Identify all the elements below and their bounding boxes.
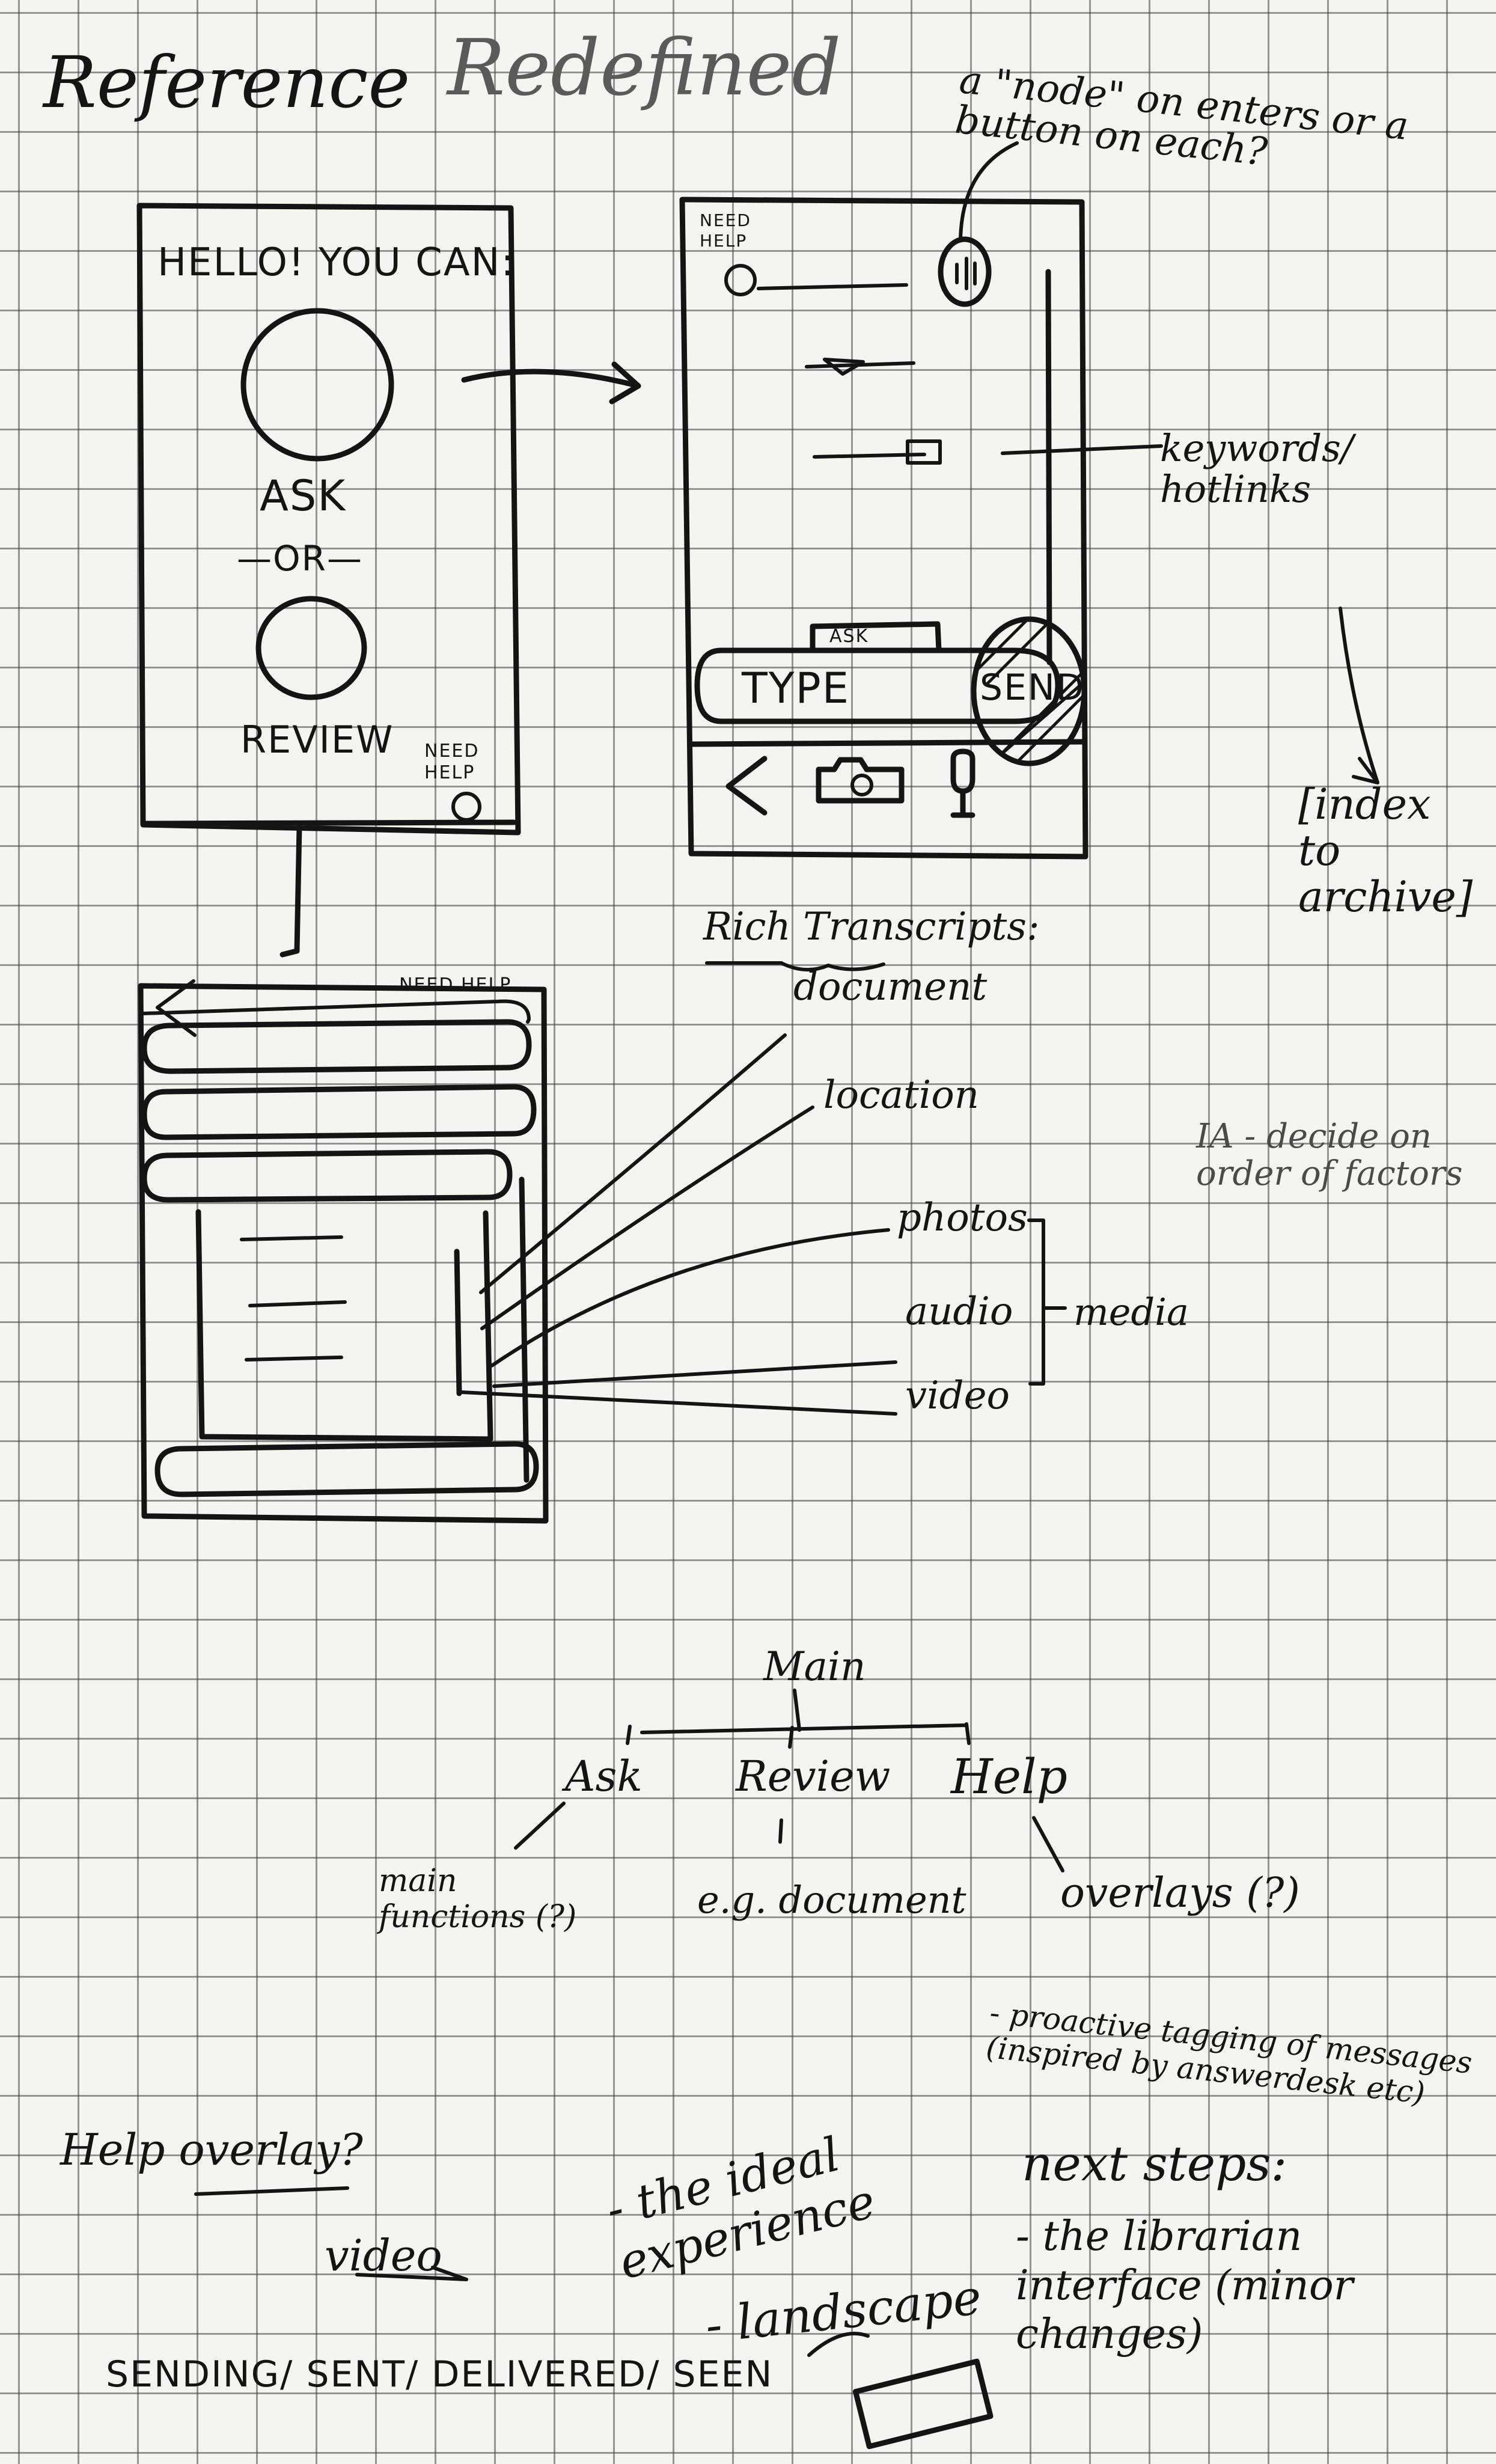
camera-lens	[850, 774, 873, 796]
rich-transcripts-heading: Rich Transcripts:	[703, 905, 1040, 949]
leader-audio	[492, 1360, 897, 1388]
item-document: document	[793, 965, 988, 1009]
next-steps-label: next steps:	[1022, 2136, 1287, 2192]
type-input-label: TYPE	[742, 664, 850, 713]
item-location: location	[823, 1073, 979, 1117]
landscape-leader	[807, 2332, 870, 2357]
transcript-card	[195, 1209, 493, 1442]
item-photos: photos	[897, 1196, 1028, 1240]
microphone-icon	[950, 748, 975, 818]
chat-screen-frame	[679, 197, 1088, 860]
send-circle	[971, 616, 1087, 766]
item-video: video	[905, 1374, 1010, 1418]
transcript-row-2	[141, 1084, 537, 1140]
home-greeting: HELLO! YOU CAN:	[157, 240, 516, 285]
chat-help-label: NEED HELP	[700, 210, 751, 251]
ia-order-note: IA - decide on order of factors	[1196, 1117, 1463, 1193]
keyword-chip	[906, 439, 942, 465]
tree-branches	[514, 1689, 1064, 1872]
transcript-scrollbar	[519, 1176, 530, 1483]
review-label: REVIEW	[240, 718, 394, 762]
title-word-2: Redefined	[447, 23, 841, 113]
audio-tab	[810, 621, 942, 653]
tree-root: Main	[763, 1643, 866, 1690]
status-sequence: SENDING/ SENT/ DELIVERED/ SEEN	[106, 2353, 774, 2395]
transcript-help-label: NEED HELP	[399, 974, 512, 995]
leader-location	[480, 1105, 814, 1330]
video-underline	[355, 2266, 468, 2281]
help-overlay-underline	[194, 2186, 349, 2196]
arrow-home-to-chat	[461, 361, 641, 405]
transcript-lines	[240, 1235, 347, 1362]
media-label: media	[1073, 1290, 1189, 1334]
chat-toolbar-divider	[687, 739, 1087, 747]
landscape-phone-sketch	[852, 2358, 994, 2450]
tree-help-child: overlays (?)	[1060, 1869, 1300, 1917]
or-label: —OR—	[237, 538, 363, 579]
transcript-row-3	[141, 1149, 513, 1203]
arrow-home-to-transcript	[279, 824, 302, 958]
audio-tab-label: ASK	[829, 626, 869, 647]
leader-photos	[490, 1228, 890, 1368]
title-word-1: Reference	[43, 41, 411, 124]
librarian-interface-note: - the librarian interface (minor changes…	[1016, 2213, 1354, 2359]
back-chevron-icon	[725, 756, 768, 816]
arrow-keywords-to-index	[1339, 607, 1379, 784]
chat-scrollbar	[1045, 269, 1052, 665]
camera-icon	[816, 757, 905, 804]
leader-document	[479, 1033, 787, 1294]
index-note: [index to archive]	[1298, 780, 1473, 922]
tree-ask: Ask	[565, 1752, 643, 1801]
tree-review-child: e.g. document	[697, 1878, 966, 1922]
ask-label: ASK	[260, 471, 347, 521]
home-help-icon	[451, 792, 481, 822]
tree-ask-child: main functions (?)	[379, 1863, 577, 1935]
transcripts-underline	[705, 961, 885, 972]
tree-help: Help	[951, 1749, 1067, 1805]
audio-bubble	[938, 236, 992, 307]
keywords-note: keywords/ hotlinks	[1160, 426, 1354, 512]
transcript-scrollbar-thumb	[454, 1249, 462, 1396]
send-label: SEND	[980, 667, 1085, 709]
home-screen-frame	[136, 203, 521, 836]
transcript-bottom-bar	[154, 1441, 539, 1497]
text-input-bar	[694, 647, 1061, 724]
transcript-top-bar	[141, 999, 531, 1024]
transcript-screen-frame	[138, 983, 549, 1524]
audio-wave-icon	[955, 257, 977, 290]
leader-video	[460, 1390, 897, 1416]
help-overlay-note: Help overlay?	[60, 2124, 363, 2175]
message-line-3	[813, 444, 1163, 459]
send-arrow-icon	[823, 358, 865, 376]
transcript-row-1	[141, 1019, 532, 1074]
video-note: video	[325, 2230, 442, 2281]
annotation-leader-top	[959, 141, 1019, 242]
message-line-1	[757, 283, 908, 290]
home-help-label: NEED HELP	[424, 741, 480, 783]
chat-help-icon	[724, 264, 757, 296]
media-bracket	[1027, 1218, 1067, 1386]
tree-review: Review	[736, 1752, 891, 1801]
ask-button-circle	[240, 308, 394, 462]
review-button-circle	[255, 596, 367, 700]
item-audio: audio	[905, 1289, 1013, 1334]
